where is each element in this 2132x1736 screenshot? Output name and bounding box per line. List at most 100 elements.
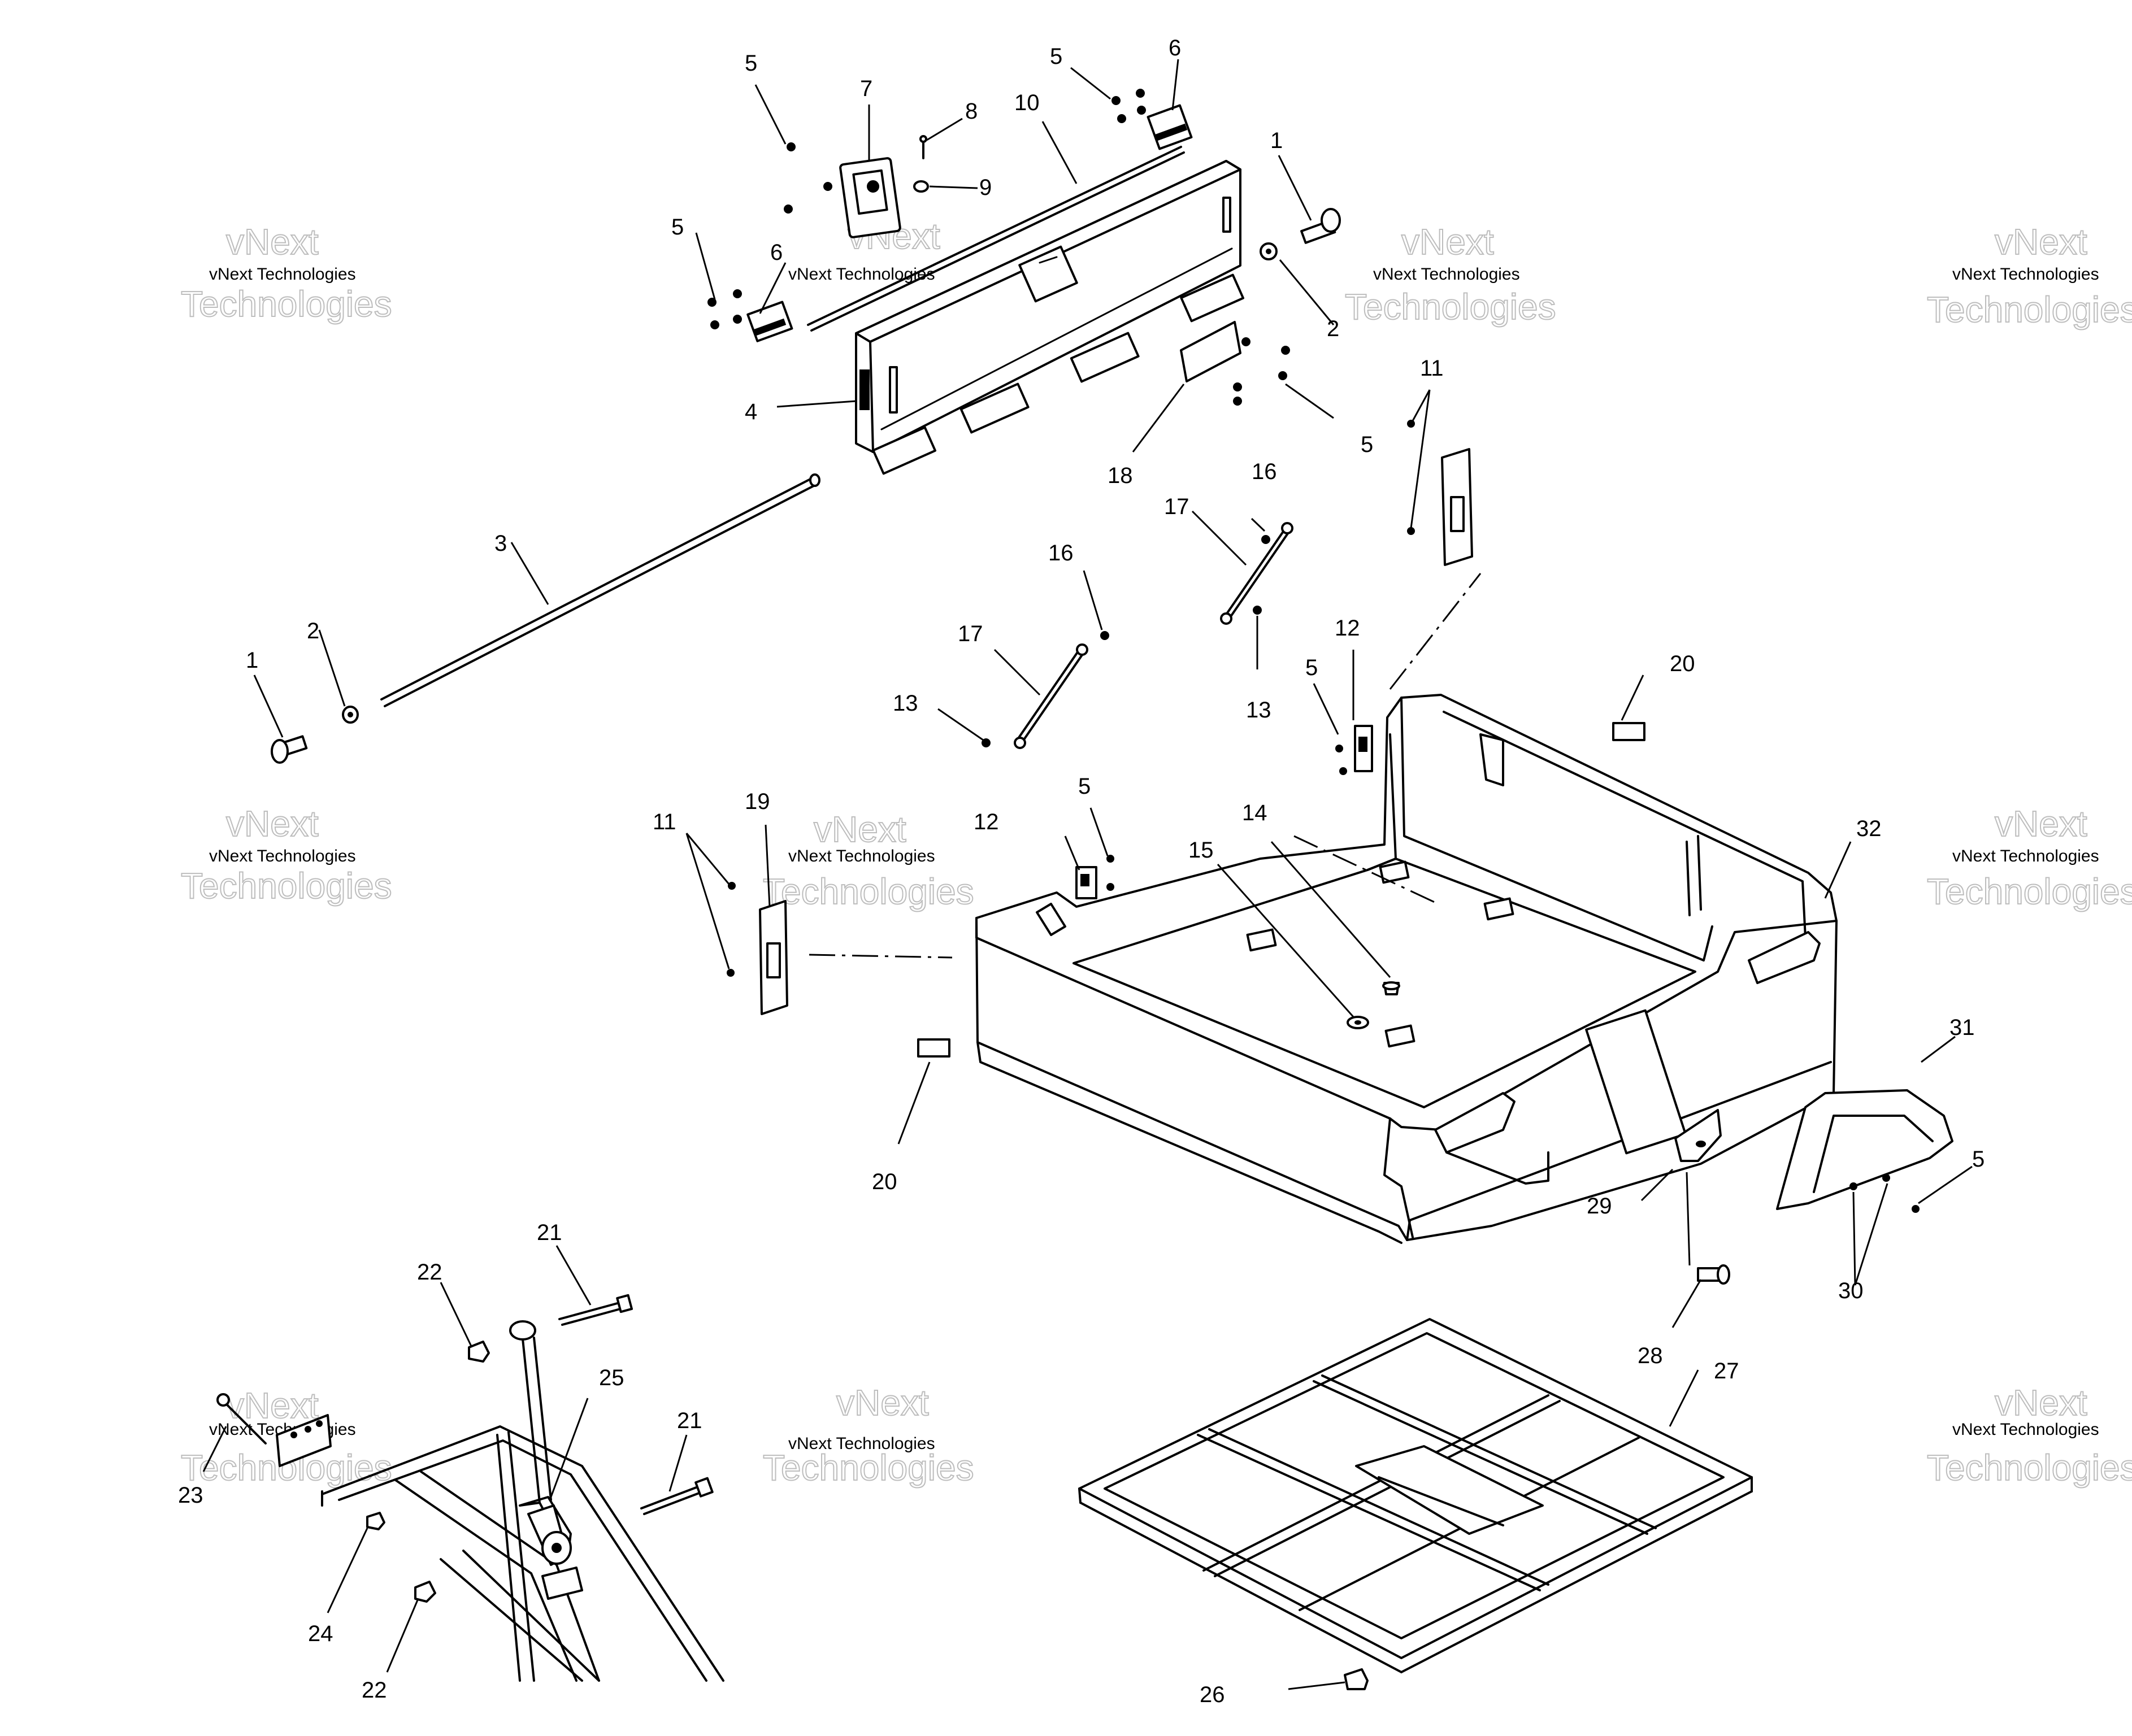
watermark-large-line1: vNext [814,809,906,850]
callout-20-right: 20 [1670,651,1695,676]
callout-21-top: 21 [537,1220,562,1245]
watermark-top-right: vNext Technologies vNext Technologies [1926,221,2132,330]
watermark-small: vNext Technologies [1952,1420,2099,1439]
watermark-large-line1: vNext [1401,221,1494,262]
reflector-left [917,1038,950,1058]
shock-assembly [216,1294,724,1682]
watermark-large-line2: Technologies [763,1447,974,1488]
gas-strut-right [1220,522,1293,625]
callout-10: 10 [1014,90,1040,115]
nut-bottom [1344,1668,1369,1690]
watermark-bottom-right: vNext Technologies vNext Technologies [1926,1382,2132,1489]
callout-26: 26 [1200,1682,1225,1707]
callout-5-side: 5 [1972,1147,1985,1172]
callout-23: 23 [178,1483,203,1508]
callout-25: 25 [599,1365,624,1390]
callout-22-top: 22 [417,1260,442,1285]
watermark-large-line1: vNext [226,221,319,262]
callout-5-striker-left: 5 [1078,774,1091,799]
watermark-large-line2: Technologies [1927,1447,2132,1488]
callout-31: 31 [1949,1015,1975,1040]
callout-1-right: 1 [1270,128,1283,153]
gas-strut-left [982,631,1109,749]
callout-15: 15 [1188,838,1214,863]
watermark-small: vNext Technologies [209,847,356,865]
striker-left [1075,855,1114,899]
callout-5-top-left: 5 [745,51,757,76]
callout-11-right: 11 [1420,356,1444,381]
hinge-left [746,301,793,342]
watermark-small: vNext Technologies [788,1434,935,1453]
cargo-box [975,694,1838,1244]
callout-11-left: 11 [653,810,676,834]
callout-30: 30 [1838,1278,1864,1303]
callout-24: 24 [308,1621,333,1646]
callout-29: 29 [1587,1194,1612,1219]
cargo-frame [1078,1318,1753,1673]
callout-6-top: 6 [1169,36,1181,60]
callout-12-left: 12 [974,810,999,834]
mount-bolt [1697,1264,1730,1285]
mount-bracket [1674,1109,1722,1162]
side-panel [1776,1089,1953,1213]
callout-13-left: 13 [893,691,918,716]
floor-pin-washer [1347,981,1400,1029]
callout-19: 19 [745,789,770,814]
callout-5-left: 5 [671,215,684,240]
latch-handle [839,157,901,238]
bolt-washer-left [271,706,359,764]
watermark-small: vNext Technologies [209,265,356,284]
watermark-bottom-center: vNext Technologies vNext Technologies [762,1382,975,1489]
callout-5-top: 5 [1050,44,1062,69]
callout-5-right: 5 [1361,432,1373,457]
watermark-large-line2: Technologies [1345,286,1556,327]
callout-22-bottom: 22 [362,1678,387,1703]
watermark-large-line1: vNext [1995,221,2087,262]
callout-6-left: 6 [770,240,783,265]
pin-and-washer [913,135,929,193]
callout-labels: 5 7 8 9 10 5 6 1 2 5 6 4 18 5 11 16 17 1… [178,36,1985,1707]
callout-17-left: 17 [958,621,983,646]
watermark-large-line1: vNext [836,1382,929,1423]
callout-5-striker-right: 5 [1305,655,1318,680]
callout-27: 27 [1714,1359,1739,1383]
callout-13-right: 13 [1246,698,1271,723]
watermark-large-line1: vNext [1995,1382,2087,1423]
watermark-mid-right: vNext Technologies vNext Technologies [1926,803,2132,912]
callout-20-left: 20 [872,1169,897,1194]
tailgate-rod [807,146,1185,332]
callout-1-left: 1 [246,648,258,673]
watermark-small: vNext Technologies [1952,847,2099,865]
watermark-small: vNext Technologies [788,265,935,284]
callout-8: 8 [965,99,978,124]
callout-2-left: 2 [307,619,319,643]
watermarks: vNext Technologies vNext Technologies vN… [180,215,2132,1489]
watermark-mid-left: vNext Technologies vNext Technologies [180,803,393,907]
callout-16-left: 16 [1048,541,1074,565]
watermark-large-line2: Technologies [181,284,392,324]
watermark-small: vNext Technologies [1373,265,1520,284]
callout-28: 28 [1638,1343,1663,1368]
watermark-top-right-center: vNext Technologies vNext Technologies [1344,221,1557,328]
watermark-large-line2: Technologies [181,865,392,906]
connection-lines [809,573,1482,959]
leader-lines [202,59,1973,1690]
callout-32: 32 [1856,816,1882,841]
watermark-large-line2: Technologies [763,871,974,912]
reflector-right [1612,722,1645,741]
latch-bracket-left [727,882,788,1015]
screws-tailgate [707,89,1290,406]
callout-17-right: 17 [1164,494,1189,519]
callout-14: 14 [1242,800,1267,825]
callout-9: 9 [979,175,992,200]
callout-21-bottom: 21 [677,1408,702,1433]
callout-2-right: 2 [1327,316,1339,341]
callout-16-right: 16 [1252,459,1277,484]
watermark-small: vNext Technologies [788,847,935,865]
callout-4: 4 [745,399,757,424]
callout-12-right: 12 [1335,616,1360,641]
watermark-large-line1: vNext [226,803,319,844]
callout-3: 3 [494,531,507,556]
latch-bracket-right [1407,420,1473,566]
